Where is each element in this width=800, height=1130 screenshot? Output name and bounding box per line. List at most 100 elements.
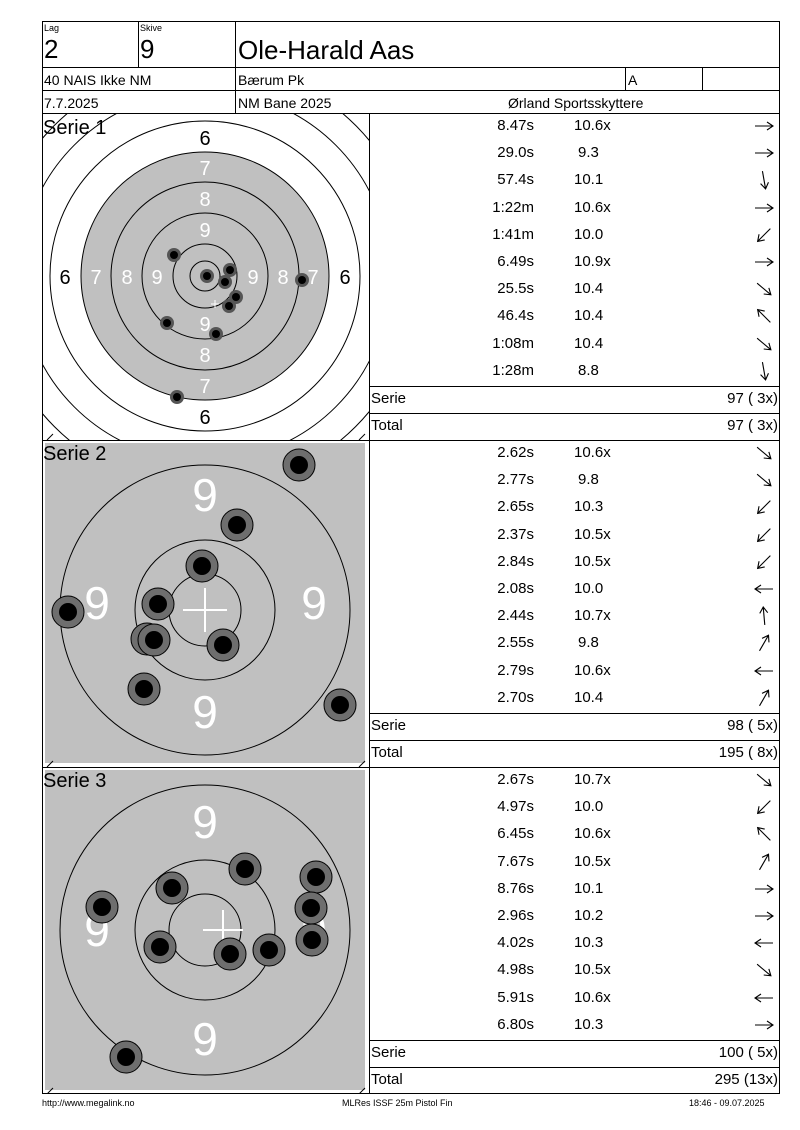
serie-3-title: Serie 3 — [43, 770, 107, 792]
direction-arrow-icon — [755, 884, 774, 894]
shot-hole — [200, 269, 214, 283]
shot-time: 2.37s — [497, 525, 534, 543]
ring-label-7-bottom: 7 — [199, 376, 210, 398]
ring-label-8-bottom: 8 — [199, 345, 210, 367]
serie-2-total-label: Total — [371, 744, 403, 761]
event-date: 7.7.2025 — [44, 95, 99, 111]
direction-arrow-icon — [754, 938, 773, 948]
ring-label-7-left: 7 — [90, 267, 101, 289]
shot-hole — [223, 263, 237, 277]
event-organizer: Ørland Sportsskyttere — [508, 95, 644, 111]
ring-label-9-right: 9 — [301, 577, 327, 629]
target-serie-3: 9 9 9 9 — [45, 770, 366, 1094]
shooter-group: A — [628, 72, 638, 88]
serie-1-serie-value: 97 ( 3x) — [727, 390, 778, 407]
shot-score: 10.3 — [574, 934, 604, 952]
shot-score: 9.8 — [578, 634, 599, 652]
direction-arrow-icon — [755, 911, 774, 921]
shot-time: 7.67s — [497, 852, 534, 870]
shot-score: 10.7x — [574, 607, 611, 625]
ring-label-8-top: 8 — [199, 189, 210, 211]
shooter-name: Ole-Harald Aas — [238, 35, 415, 65]
shot-hole — [213, 937, 247, 971]
shot-hole — [160, 316, 174, 330]
direction-arrow-icon — [755, 1020, 774, 1030]
shot-score: 10.2 — [574, 907, 604, 924]
shot-time: 2.77s — [497, 471, 534, 489]
shooter-club: Bærum Pk — [238, 72, 305, 88]
shot-score: 10.0 — [574, 798, 604, 816]
shot-time: 2.08s — [497, 580, 534, 597]
direction-arrow-icon — [756, 337, 772, 351]
direction-arrow-icon — [756, 827, 771, 842]
shot-score: 8.8 — [578, 361, 599, 379]
ring-label-8-left: 8 — [121, 267, 132, 289]
shot-hole — [282, 448, 316, 482]
shot-time: 2.96s — [497, 907, 534, 924]
shot-hole — [206, 628, 240, 662]
direction-arrow-icon — [756, 228, 771, 242]
target-serie-1: 6 6 6 6 7 7 7 7 8 8 8 8 9 9 9 9 — [43, 114, 369, 440]
lag-label: Lag — [44, 23, 60, 33]
lag-value: 2 — [44, 34, 59, 64]
direction-arrow-icon — [754, 584, 773, 594]
shot-time: 2.84s — [497, 552, 534, 570]
shot-score: 10.6x — [574, 444, 611, 461]
shot-score: 10.9x — [574, 253, 611, 270]
serie-1-serie-label: Serie — [371, 390, 407, 407]
shot-score: 10.6x — [574, 198, 611, 216]
serie-2-title: Serie 2 — [43, 443, 107, 465]
shot-time: 29.0s — [497, 144, 534, 162]
ring-label-9-bottom: 9 — [192, 1013, 218, 1065]
shot-hole — [209, 327, 223, 341]
skive-label: Skive — [140, 23, 163, 33]
shot-score: 10.5x — [574, 552, 611, 570]
shot-score: 10.5x — [574, 961, 611, 979]
direction-arrow-icon — [756, 473, 772, 487]
shot-hole — [137, 623, 171, 657]
direction-arrow-icon — [756, 282, 772, 296]
ring-label-6-right: 6 — [339, 267, 350, 289]
shot-score: 10.1 — [574, 171, 604, 189]
shot-score: 10.4 — [574, 688, 604, 706]
ring-label-9-top: 9 — [199, 220, 210, 242]
shot-score: 10.7x — [574, 771, 611, 788]
footer-timestamp: 18:46 - 09.07.2025 — [689, 1098, 765, 1108]
ring-label-6-top: 6 — [199, 128, 210, 150]
ring-label-7-right: 7 — [307, 267, 318, 289]
shot-time: 2.62s — [497, 444, 534, 461]
shot-time: 2.55s — [497, 634, 534, 652]
shot-time: 1:08m — [492, 334, 534, 352]
footer-url: http://www.megalink.no — [42, 1098, 135, 1108]
direction-arrow-icon — [759, 606, 769, 626]
shot-time: 1:41m — [492, 225, 534, 243]
shot-hole — [51, 595, 85, 629]
direction-arrow-icon — [759, 689, 770, 706]
shot-time: 46.4s — [497, 307, 534, 325]
shot-hole — [295, 273, 309, 287]
shot-time: 6.45s — [497, 825, 534, 843]
serie-1-total-value: 97 ( 3x) — [727, 417, 778, 434]
direction-arrow-icon — [759, 634, 770, 652]
ring-label-9-left: 9 — [84, 577, 110, 629]
shot-score: 10.6x — [574, 117, 611, 134]
shot-score: 10.5x — [574, 525, 611, 543]
shot-score: 9.3 — [578, 144, 599, 162]
ring-label-9-top: 9 — [192, 469, 218, 521]
direction-arrow-icon — [756, 446, 772, 460]
shot-hole — [141, 587, 175, 621]
shot-score: 10.4 — [574, 307, 604, 325]
direction-arrow-icon — [756, 555, 771, 569]
shot-hole — [294, 891, 328, 925]
shot-hole — [170, 390, 184, 404]
shot-score: 10.1 — [574, 879, 604, 897]
direction-arrow-icon — [756, 527, 771, 542]
shot-time: 1:22m — [492, 198, 534, 216]
shot-hole — [299, 860, 333, 894]
shot-score: 10.0 — [574, 225, 604, 243]
direction-arrow-icon — [756, 773, 772, 787]
shot-score: 10.5x — [574, 852, 611, 870]
serie-1-total-label: Total — [371, 417, 403, 434]
ring-label-9-right: 9 — [247, 267, 258, 289]
shot-hole — [127, 672, 161, 706]
